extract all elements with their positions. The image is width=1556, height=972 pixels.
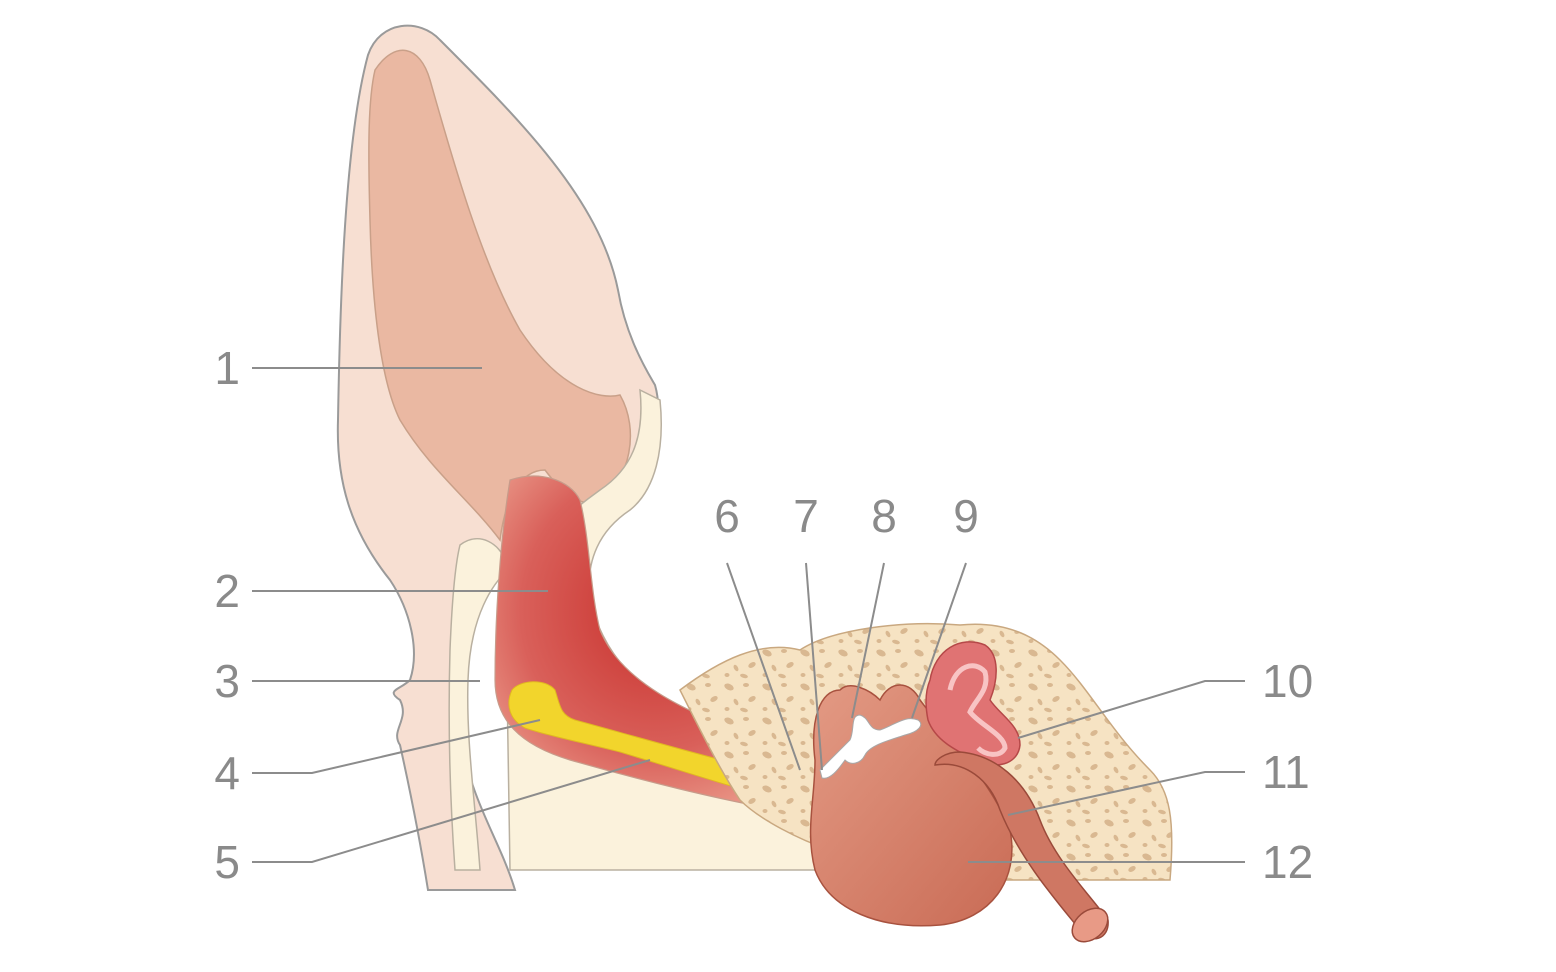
label-1: 1	[214, 342, 240, 394]
leader-10	[1017, 680, 1245, 739]
leader-11	[1007, 771, 1245, 816]
label-2: 2	[214, 565, 240, 617]
label-11: 11	[1262, 746, 1310, 798]
leader-4	[252, 719, 541, 774]
label-8: 8	[871, 490, 897, 542]
leader-lines	[252, 367, 1245, 863]
label-7: 7	[793, 490, 819, 542]
cochlea-spiral	[947, 663, 1008, 757]
leader-7	[805, 562, 823, 771]
callout-numbers: 1 2 3 4 5 6 7 8 9 10 11 12	[214, 342, 1313, 888]
label-10: 10	[1262, 655, 1313, 707]
leader-8	[851, 562, 885, 719]
label-3: 3	[214, 655, 240, 707]
leader-5	[252, 759, 651, 863]
tube-opening	[1071, 907, 1109, 943]
label-4: 4	[214, 747, 240, 799]
leader-6	[726, 562, 801, 771]
leader-9	[911, 562, 967, 719]
label-5: 5	[214, 836, 240, 888]
ossicles	[819, 714, 922, 779]
label-6: 6	[714, 490, 740, 542]
label-12: 12	[1262, 836, 1313, 888]
label-9: 9	[953, 490, 979, 542]
